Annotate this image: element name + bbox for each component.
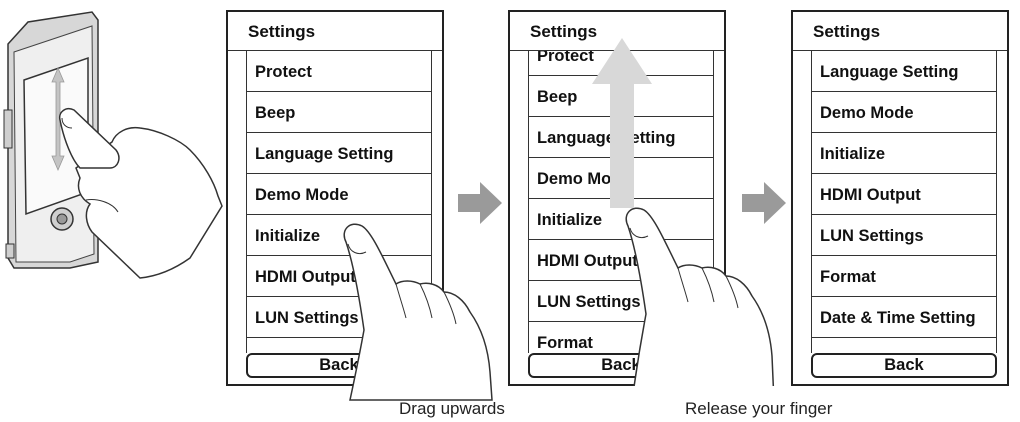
menu-item-protect[interactable]: Protect bbox=[247, 51, 431, 92]
menu-item-initialize[interactable]: Initialize bbox=[247, 215, 431, 256]
menu-item-date-time-setting[interactable]: Date & Time Setting bbox=[812, 297, 996, 338]
menu-item-lun-settings[interactable]: LUN Settings bbox=[812, 215, 996, 256]
up-arrow-icon bbox=[592, 38, 652, 208]
caption-drag-upwards: Drag upwards bbox=[399, 399, 505, 418]
right-arrow-icon bbox=[458, 182, 502, 224]
caption-release-finger: Release your finger bbox=[685, 399, 833, 418]
menu-item-language-setting[interactable]: Language Setting bbox=[247, 133, 431, 174]
menu-item-hdmi-output[interactable]: HDMI Output bbox=[812, 174, 996, 215]
menu-item-demo-mode[interactable]: Demo Mode bbox=[247, 174, 431, 215]
menu-item-lun-settings[interactable]: LUN Settings bbox=[247, 297, 431, 338]
settings-list[interactable]: Protect Beep Language Setting Demo Mode … bbox=[246, 51, 432, 353]
screen-title: Settings bbox=[793, 12, 1007, 51]
camcorder-illustration bbox=[3, 11, 223, 279]
settings-list[interactable]: Language Setting Demo Mode Initialize HD… bbox=[811, 51, 997, 353]
hand-icon bbox=[343, 223, 493, 401]
screen-title: Settings bbox=[510, 12, 724, 51]
settings-screen-after: Settings Language Setting Demo Mode Init… bbox=[791, 10, 1009, 386]
menu-item-format[interactable]: Format bbox=[812, 256, 996, 297]
menu-item-lun-settings[interactable]: LUN Settings bbox=[529, 281, 713, 322]
menu-item-demo-mode[interactable]: Demo Mode bbox=[812, 92, 996, 133]
menu-item-hdmi-output[interactable]: HDMI Output bbox=[529, 240, 713, 281]
hand-icon bbox=[58, 108, 223, 279]
menu-item-hdmi-output[interactable]: HDMI Output bbox=[247, 256, 431, 297]
screen-title: Settings bbox=[228, 12, 442, 51]
menu-item-beep[interactable]: Beep bbox=[247, 92, 431, 133]
menu-item-language-setting[interactable]: Language Setting bbox=[812, 51, 996, 92]
right-arrow-icon bbox=[742, 182, 786, 224]
menu-item-initialize[interactable]: Initialize bbox=[812, 133, 996, 174]
settings-list[interactable]: Protect Beep Language Setting Demo Mode … bbox=[528, 51, 714, 353]
hand-icon bbox=[625, 207, 775, 386]
back-button[interactable]: Back bbox=[811, 353, 997, 378]
camcorder-icon bbox=[3, 11, 99, 269]
menu-item-initialize[interactable]: Initialize bbox=[529, 199, 713, 240]
menu-item-format[interactable]: Format bbox=[529, 322, 713, 353]
